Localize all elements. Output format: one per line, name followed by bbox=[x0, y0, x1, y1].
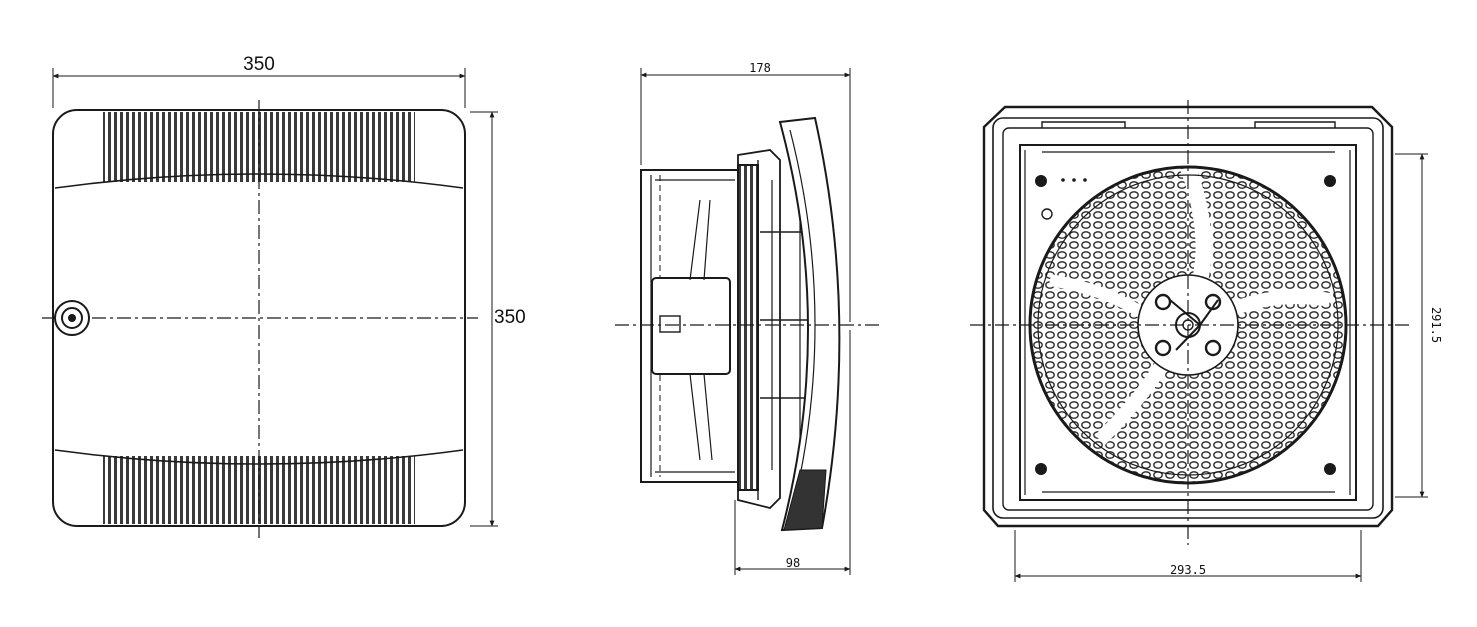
front-view bbox=[42, 68, 498, 538]
front-panel-upper-curve bbox=[54, 173, 464, 189]
side-body-depth-dimension bbox=[734, 330, 851, 575]
rear-mount-hole bbox=[1324, 175, 1336, 187]
front-width-label: 350 bbox=[243, 54, 275, 75]
side-middle-frame bbox=[737, 164, 759, 491]
rear-view bbox=[970, 100, 1428, 582]
rear-width-dimension bbox=[1014, 530, 1362, 582]
front-top-grille bbox=[103, 112, 415, 182]
front-control-knob bbox=[54, 300, 90, 336]
side-view bbox=[615, 68, 880, 575]
rear-mount-hole bbox=[1035, 463, 1047, 475]
rear-width-label: 293.5 bbox=[1170, 563, 1206, 577]
rear-mount-hole bbox=[1324, 463, 1336, 475]
front-height-label: 350 bbox=[494, 307, 526, 328]
side-total-depth-label: 178 bbox=[749, 61, 771, 75]
front-height-dimension bbox=[470, 111, 498, 527]
front-width-dimension bbox=[52, 68, 466, 108]
side-motor-block bbox=[651, 277, 731, 375]
side-total-depth-dimension bbox=[640, 68, 851, 322]
rear-height-dimension bbox=[1395, 153, 1428, 498]
rear-height-label: 291.5 bbox=[1429, 307, 1443, 343]
rear-mount-hole bbox=[1035, 175, 1047, 187]
side-body-depth-label: 98 bbox=[786, 556, 800, 570]
side-front-cover bbox=[778, 116, 841, 532]
